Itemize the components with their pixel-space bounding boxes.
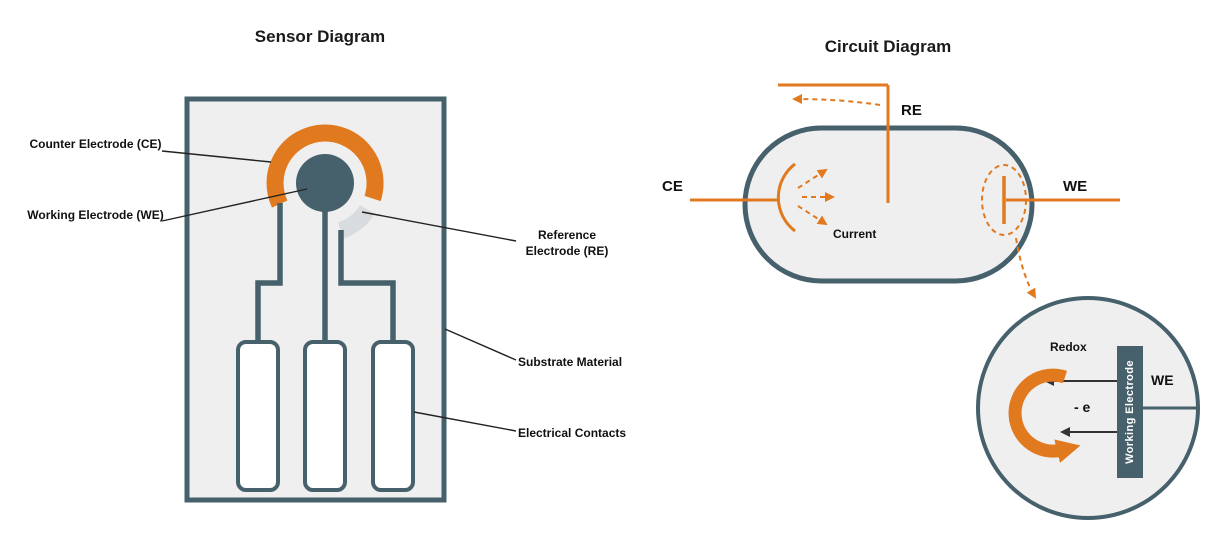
ce-label: CE — [662, 178, 683, 195]
current-arrow-up — [797, 168, 828, 189]
working-electrode-circle — [296, 154, 354, 212]
electron-label: - e — [1074, 399, 1091, 415]
we-label: WE — [1063, 178, 1088, 195]
working-electrode-label: Working Electrode (WE) — [27, 208, 164, 222]
sensor-diagram-title: Sensor Diagram — [254, 27, 386, 46]
counter-trace — [255, 203, 283, 348]
redox-cycle-arrow — [1008, 368, 1081, 463]
working-electrode-bar — [1117, 346, 1143, 478]
we-highlight-ellipse — [981, 164, 1027, 236]
redox-label: Redox — [1050, 340, 1087, 354]
working-electrode-bar-label: Working Electrode — [1124, 360, 1136, 464]
working-pointer-line — [161, 188, 308, 222]
counter-pointer-line — [161, 150, 272, 163]
zoom-pointer-arrow — [1015, 237, 1037, 299]
counter-electrode-label: Counter Electrode (CE) — [29, 137, 162, 151]
electrical-contacts-label: Electrical Contacts — [518, 426, 627, 440]
substrate-pointer-line — [444, 328, 517, 361]
reference-electrode-label: Reference Electrode (RE) — [525, 228, 609, 258]
circuit-diagram-title: Circuit Diagram — [824, 37, 952, 56]
contacts-pointer-line — [413, 411, 517, 432]
current-label: Current — [833, 227, 877, 241]
re-dashed-arrow — [792, 94, 881, 106]
reference-electrode-arc — [337, 204, 375, 239]
current-arrow-down — [797, 205, 828, 226]
re-label: RE — [901, 102, 922, 119]
contact-pad-middle — [303, 340, 347, 492]
zoom-we-label: WE — [1151, 372, 1174, 388]
counter-electrode-arc — [266, 124, 384, 208]
reference-trace — [338, 230, 396, 348]
substrate-material-label: Substrate Material — [518, 355, 623, 369]
contact-pad-left — [236, 340, 280, 492]
reference-pointer-line — [361, 211, 517, 242]
ce-curved-electrode — [776, 162, 796, 233]
contact-pad-right — [371, 340, 415, 492]
